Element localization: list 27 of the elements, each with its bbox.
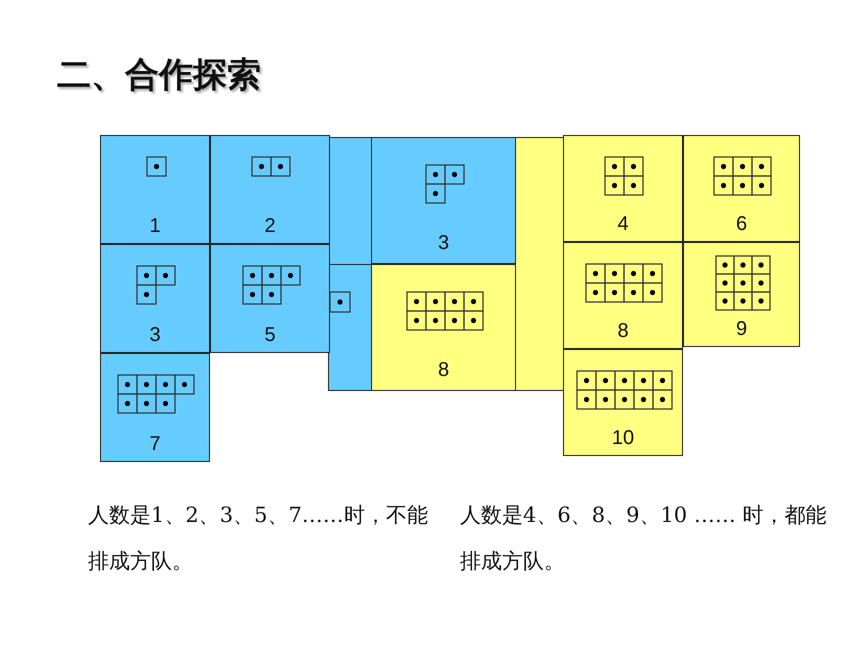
- card-number: 8: [617, 320, 629, 343]
- number-card: [371, 264, 516, 391]
- number-card: [210, 135, 330, 244]
- card-number: 8: [438, 359, 450, 382]
- number-card: [563, 349, 683, 456]
- number-card: [100, 135, 210, 244]
- number-card: [210, 244, 330, 353]
- number-card: [100, 353, 210, 462]
- card-number: 3: [438, 232, 450, 255]
- card-number: 7: [149, 433, 161, 456]
- card-number: 5: [264, 324, 276, 347]
- number-card: [371, 137, 516, 264]
- explanation-text: 人数是4、6、8、9、10 …… 时，都能排成方队。: [460, 502, 828, 575]
- card-number: 4: [617, 213, 629, 236]
- number-card: [563, 242, 683, 349]
- number-card: [683, 242, 800, 347]
- card-number: 2: [264, 215, 276, 238]
- card-number: 3: [149, 324, 161, 347]
- card-number: 6: [736, 213, 748, 236]
- card-number: 1: [149, 215, 161, 238]
- number-card: [563, 135, 683, 242]
- title: 二、合作探索: [57, 54, 261, 97]
- card-number: 9: [736, 318, 748, 341]
- explanation-text: 人数是1、2、3、5、7……时，不能排成方队。: [88, 502, 428, 575]
- number-card: [683, 135, 800, 242]
- card-number: 10: [612, 427, 634, 450]
- number-card: [100, 244, 210, 353]
